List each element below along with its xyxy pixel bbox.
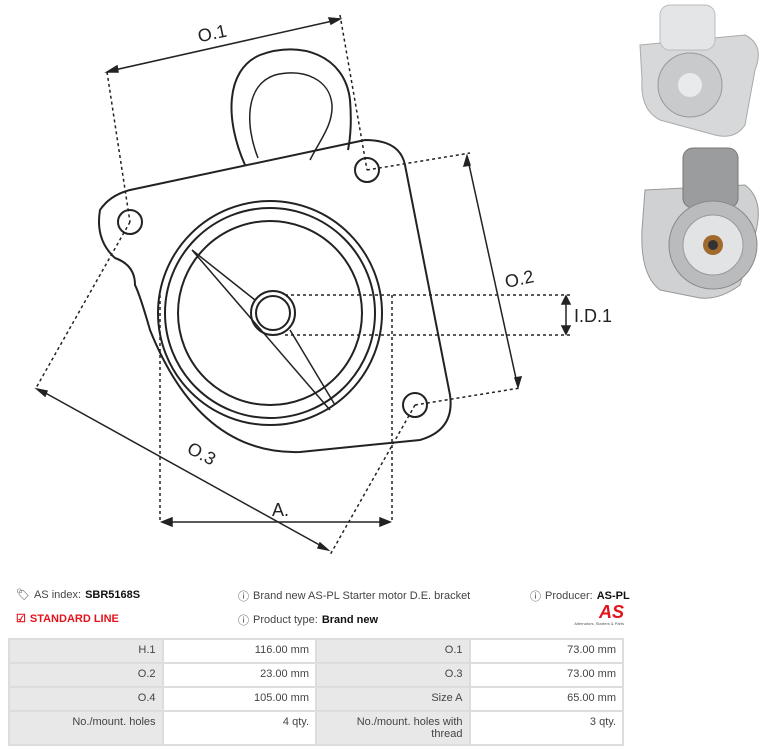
spec-value: 73.00 mm xyxy=(468,638,624,664)
bracket-loop-inner xyxy=(249,72,333,161)
tag-icon: 🏷 xyxy=(16,589,30,601)
spec-label: O.2 xyxy=(8,662,164,688)
label-a: A. xyxy=(272,500,289,520)
info-icon: ⓘ xyxy=(238,615,249,627)
technical-drawing: O.1 O.2 O.3 I.D.1 A. xyxy=(34,4,759,556)
spec-value: 116.00 mm xyxy=(161,638,317,664)
standard-line-badge: ☑ STANDARD LINE xyxy=(16,612,119,626)
spec-label: H.1 xyxy=(8,638,164,664)
info-icon: ⓘ xyxy=(238,591,249,603)
spec-label: Size A xyxy=(315,686,471,712)
spec-value: 4 qty. xyxy=(161,710,317,746)
bracket-loop xyxy=(230,48,352,166)
label-id1: I.D.1 xyxy=(574,306,612,326)
product-type: ⓘ Product type: Brand new xyxy=(238,614,379,627)
bracket-outline xyxy=(98,138,452,454)
spec-value: 65.00 mm xyxy=(468,686,624,712)
label-o2: O.2 xyxy=(503,266,536,292)
description: ⓘ Brand new AS-PL Starter motor D.E. bra… xyxy=(238,590,471,603)
as-pl-logo: AS Alternators, Starters & Parts xyxy=(574,602,624,626)
product-photo-back xyxy=(641,147,759,299)
spec-label: No./mount. holes with thread xyxy=(315,710,471,746)
spec-label: No./mount. holes xyxy=(8,710,164,746)
checkbox-checked-icon: ☑ xyxy=(16,613,26,625)
label-o1: O.1 xyxy=(196,21,229,47)
info-icon: ⓘ xyxy=(530,591,541,603)
as-index-value: SBR5168S xyxy=(85,588,141,601)
spec-value: 3 qty. xyxy=(468,710,624,746)
spec-label: O.4 xyxy=(8,686,164,712)
spec-label: O.1 xyxy=(315,638,471,664)
spec-value: 23.00 mm xyxy=(161,662,317,688)
spec-value: 105.00 mm xyxy=(161,686,317,712)
product-photo-front xyxy=(639,4,759,137)
label-o3: O.3 xyxy=(184,438,219,469)
producer: ⓘ Producer: AS-PL xyxy=(530,590,630,603)
as-index: 🏷 AS index: SBR5168S xyxy=(16,588,141,602)
spec-value: 73.00 mm xyxy=(468,662,624,688)
spec-label: O.3 xyxy=(315,662,471,688)
